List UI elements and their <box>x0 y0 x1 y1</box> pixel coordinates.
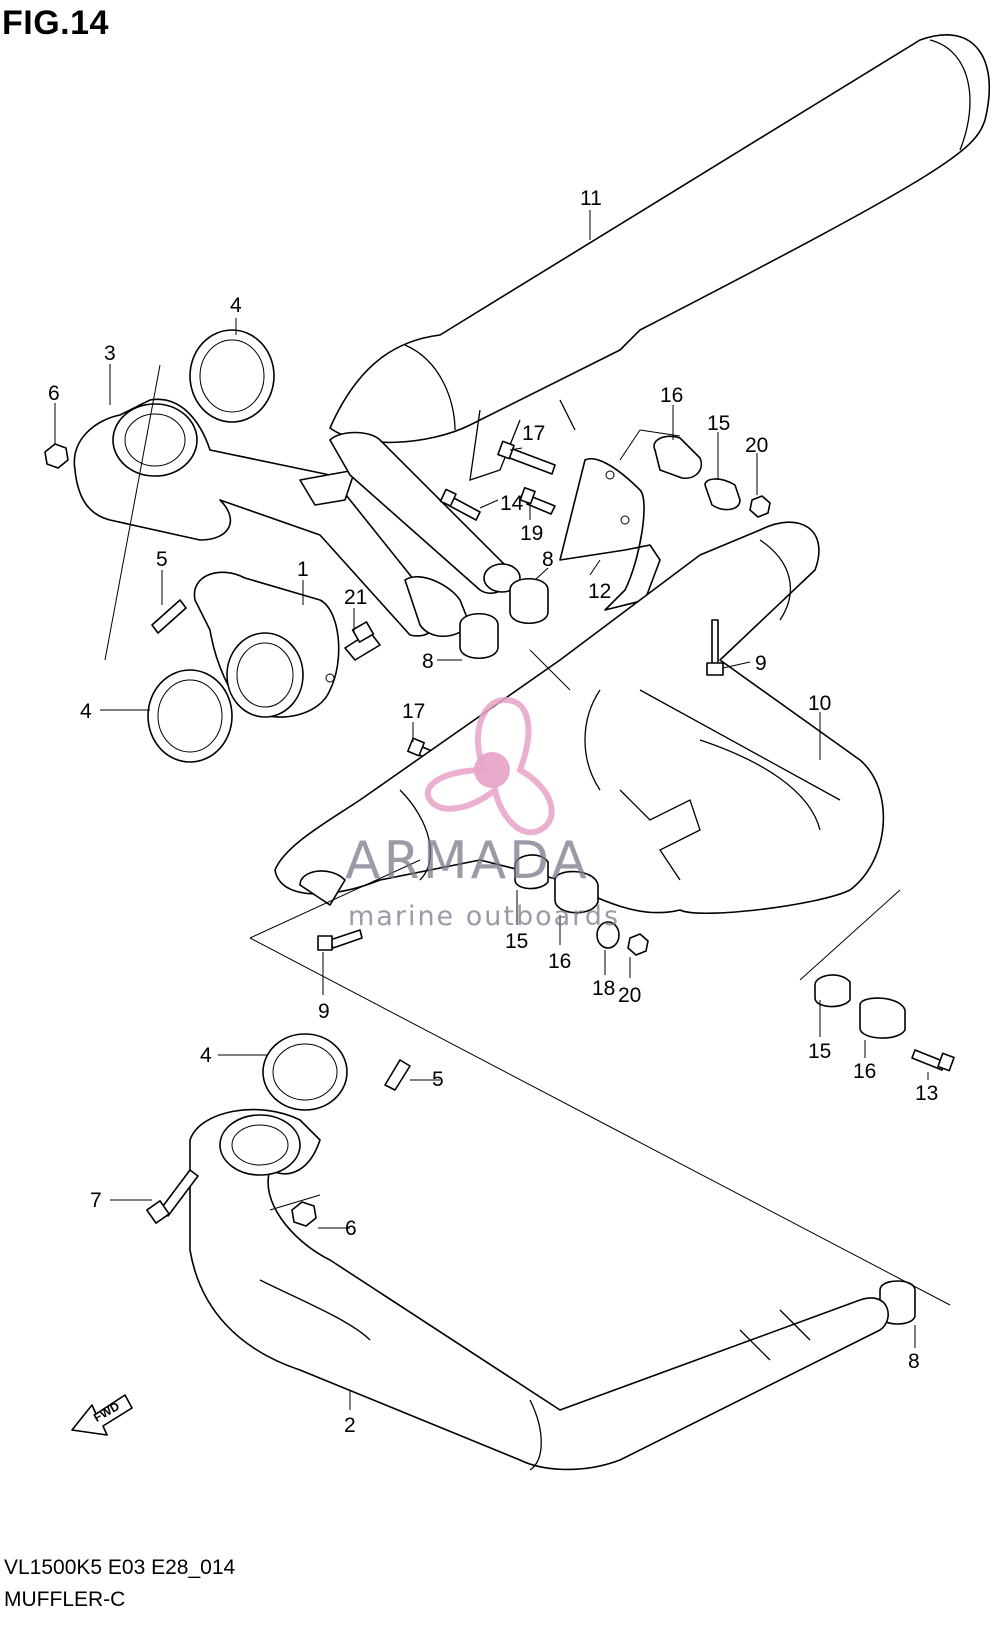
joint-pipe-part-1[interactable] <box>193 571 340 718</box>
callout-21: 21 <box>344 586 367 609</box>
gasket-part-4-middle[interactable] <box>147 669 233 763</box>
cushion-part-16-upper[interactable] <box>653 435 702 480</box>
callout-8-upper: 8 <box>542 548 554 571</box>
watermark-logo: ARMADA marine outboards <box>345 696 620 932</box>
stud-bolt-part-5-upper[interactable] <box>151 599 187 634</box>
gasket-part-4-lower[interactable] <box>262 1033 348 1111</box>
model-code: VL1500K5 E03 E28_014 <box>4 1556 236 1579</box>
bolt-part-17-upper[interactable] <box>497 440 556 475</box>
callout-1: 1 <box>297 558 309 581</box>
callout-5-lower: 5 <box>432 1068 444 1091</box>
bolt-part-14[interactable] <box>439 488 481 521</box>
callout-labels: 11 4 3 6 16 15 20 17 14 19 8 12 5 1 21 8… <box>48 187 938 1437</box>
nut-part-6-lower[interactable] <box>291 1201 317 1227</box>
callout-4-lower: 4 <box>200 1044 212 1067</box>
callout-10: 10 <box>808 692 831 715</box>
callout-15-lower-right: 15 <box>808 1040 831 1063</box>
bolt-part-13[interactable] <box>911 1049 955 1072</box>
callout-18: 18 <box>592 977 615 1000</box>
rear-muffler-part-11[interactable] <box>329 34 990 481</box>
callout-4-middle: 4 <box>80 700 92 723</box>
callout-4-upper: 4 <box>230 294 242 317</box>
callout-17-upper: 17 <box>522 422 545 445</box>
callout-11: 11 <box>580 187 602 210</box>
callout-20-lower: 20 <box>618 984 641 1007</box>
callout-16-lower-right: 16 <box>853 1060 876 1083</box>
callout-9-lower: 9 <box>318 1000 330 1023</box>
propeller-logo-icon <box>425 696 555 836</box>
watermark-tagline: marine outboards <box>348 901 620 932</box>
callout-12: 12 <box>588 580 611 603</box>
nut-part-20-lower[interactable] <box>627 933 649 956</box>
section-name: MUFFLER-C <box>4 1588 126 1611</box>
figure-title: FIG.14 <box>2 4 109 42</box>
cushion-part-16-lower-mid[interactable] <box>554 870 599 914</box>
collar-part-15-upper[interactable] <box>704 478 741 511</box>
bracket-part-12[interactable] <box>559 458 661 611</box>
collar-part-15-lower-mid[interactable] <box>514 854 549 890</box>
callout-20-upper: 20 <box>745 434 768 457</box>
callout-19: 19 <box>520 522 543 545</box>
callout-13: 13 <box>915 1082 938 1105</box>
callout-17-lower: 17 <box>402 700 425 723</box>
callout-8-middle: 8 <box>422 650 434 673</box>
gasket-part-4-upper[interactable] <box>189 329 275 423</box>
callout-2: 2 <box>344 1414 356 1437</box>
front-exhaust-pipe-upper[interactable] <box>73 398 521 637</box>
callout-5-upper: 5 <box>156 548 168 571</box>
collar-part-15-lower-right[interactable] <box>814 974 851 1008</box>
washer-part-18[interactable] <box>596 921 620 949</box>
callout-16-upper: 16 <box>660 384 683 407</box>
callout-6-lower: 6 <box>345 1217 357 1240</box>
bolt-part-9-upper[interactable] <box>706 619 724 676</box>
callout-9-upper: 9 <box>755 652 767 675</box>
bolt-part-9-lower[interactable] <box>317 929 363 951</box>
leader-lines <box>54 210 951 1410</box>
watermark-brand: ARMADA <box>345 831 590 891</box>
callout-16-lower-mid: 16 <box>548 950 571 973</box>
cushion-part-16-lower-right[interactable] <box>859 997 906 1039</box>
callout-3: 3 <box>104 342 116 365</box>
bolt-part-19[interactable] <box>519 486 556 515</box>
fwd-arrow-icon: FWD <box>71 1394 133 1436</box>
cushion-part-8-b[interactable] <box>459 613 499 659</box>
callout-15-upper: 15 <box>707 412 730 435</box>
callout-14: 14 <box>500 492 524 515</box>
callout-8-lower: 8 <box>908 1350 920 1373</box>
stud-bolt-part-5-lower[interactable] <box>384 1059 411 1091</box>
bolt-part-7[interactable] <box>146 1169 199 1224</box>
callout-7: 7 <box>90 1189 102 1212</box>
nut-part-20-upper[interactable] <box>749 495 771 518</box>
cushion-part-8-a[interactable] <box>509 578 549 624</box>
front-exhaust-pipe-part-2[interactable] <box>189 1108 889 1471</box>
callout-15-lower-mid: 15 <box>505 930 528 953</box>
nut-part-6-upper[interactable] <box>44 443 69 469</box>
callout-6-upper: 6 <box>48 382 60 405</box>
bolt-part-21[interactable] <box>344 621 381 661</box>
